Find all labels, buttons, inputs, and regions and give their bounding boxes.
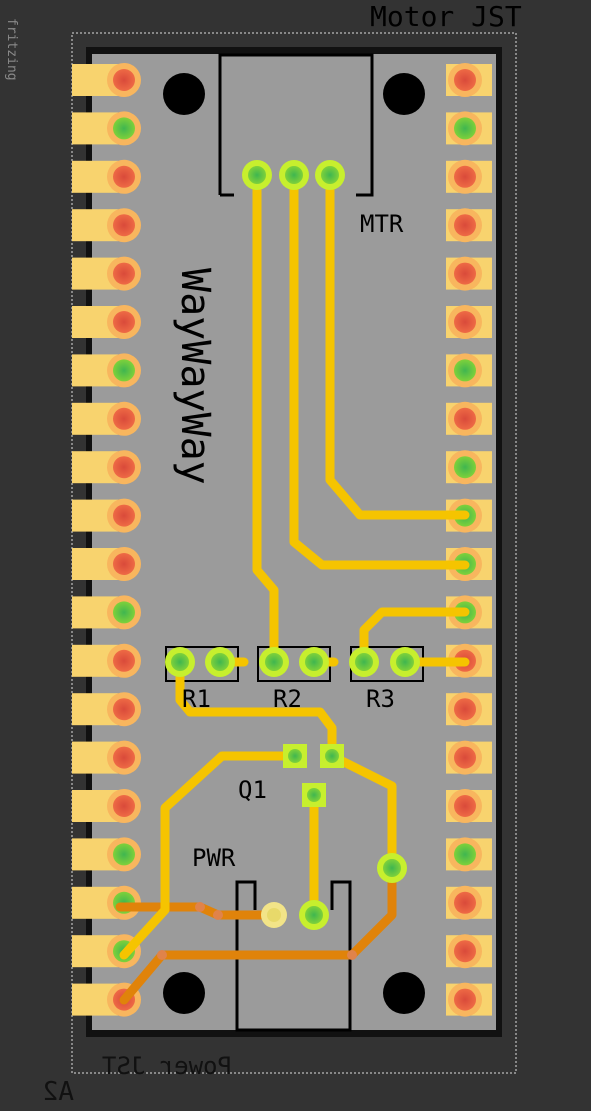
bottom-connector-label: Power JST [102, 1052, 232, 1080]
left-header-pin[interactable] [113, 601, 135, 624]
component-pad[interactable] [305, 906, 323, 924]
left-header-pin[interactable] [113, 407, 135, 430]
resistor-label-r3: R3 [366, 685, 395, 713]
left-header-pin[interactable] [113, 311, 135, 333]
right-header-pin[interactable] [454, 746, 476, 769]
right-header-pin[interactable] [454, 891, 476, 914]
mounting-hole [383, 73, 425, 115]
fritzing-watermark: fritzing [4, 18, 19, 81]
mounting-hole [163, 972, 205, 1014]
transistor-pad-hole [325, 749, 339, 763]
left-header-pin[interactable] [113, 795, 135, 817]
vias [157, 902, 357, 960]
resistor-label-r1: R1 [182, 685, 211, 713]
left-header-pin[interactable] [113, 69, 135, 91]
component-pad[interactable] [396, 653, 414, 671]
left-header-pin[interactable] [113, 746, 135, 769]
power-pin-hole [267, 908, 281, 922]
transistor-label: Q1 [238, 776, 267, 804]
left-header-pin[interactable] [113, 117, 135, 140]
right-header-pin[interactable] [454, 940, 476, 963]
left-header-pin[interactable] [113, 843, 135, 866]
component-pad[interactable] [285, 166, 303, 184]
right-header-pin[interactable] [454, 988, 476, 1011]
left-header-pin[interactable] [113, 456, 135, 479]
component-pad[interactable] [171, 653, 189, 671]
right-header-pin[interactable] [454, 117, 476, 140]
right-header-pin[interactable] [454, 69, 476, 91]
right-header-pin[interactable] [454, 311, 476, 333]
motor-connector-silkscreen [218, 53, 374, 197]
component-pad[interactable] [248, 166, 266, 184]
component-pad[interactable] [305, 653, 323, 671]
right-header-pin[interactable] [454, 262, 476, 285]
right-header-pin[interactable] [454, 165, 476, 188]
right-header-pin[interactable] [454, 359, 476, 382]
component-pads [165, 160, 420, 930]
right-header-pin[interactable] [454, 795, 476, 817]
right-header-pin[interactable] [454, 407, 476, 430]
transistor-pad-hole [307, 788, 321, 802]
component-pad[interactable] [211, 653, 229, 671]
power-connector-silkscreen [235, 880, 352, 1032]
left-header-pin[interactable] [113, 262, 135, 285]
top-connector-label: Motor JST [370, 0, 522, 33]
right-header-pin[interactable] [454, 214, 476, 237]
transistor-pad-hole [288, 749, 302, 763]
component-pad[interactable] [355, 653, 373, 671]
component-pad[interactable] [321, 166, 339, 184]
power-connector-label: PWR [192, 844, 236, 872]
left-header-pin[interactable] [113, 649, 135, 672]
resistor-label-r2: R2 [273, 685, 302, 713]
component-pad[interactable] [383, 859, 401, 877]
left-header-pin[interactable] [113, 214, 135, 237]
mounting-hole [163, 73, 205, 115]
left-header-pin[interactable] [113, 504, 135, 527]
right-header-pin[interactable] [454, 843, 476, 866]
corner-label: A2 [43, 1077, 74, 1106]
motor-connector-label: MTR [360, 210, 404, 238]
left-header-pin[interactable] [113, 553, 135, 575]
left-header-pin[interactable] [113, 698, 135, 721]
right-header [446, 63, 492, 1017]
left-header-pin[interactable] [113, 359, 135, 382]
right-header-pin[interactable] [454, 698, 476, 721]
component-pad[interactable] [265, 653, 283, 671]
board-name-label: WayWayWay [172, 268, 218, 485]
mounting-hole [383, 972, 425, 1014]
right-header-pin[interactable] [454, 456, 476, 479]
left-header-pin[interactable] [113, 165, 135, 188]
